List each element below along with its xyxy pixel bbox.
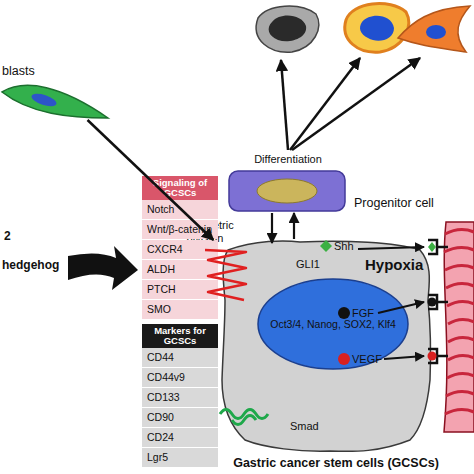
bound-ligand <box>428 298 437 307</box>
condition-label: Hypoxia <box>365 256 423 273</box>
table-cell: CD44v9 <box>142 368 218 387</box>
ligand-symbol <box>320 240 332 252</box>
table-cell: Wnt/β-catenin <box>142 220 218 239</box>
stem-cell: HypoxiaGastric cancer stem cells (GCSCs)… <box>205 240 467 474</box>
signal-arrow <box>358 247 424 249</box>
table-header: Markers for GCSCs <box>142 324 218 348</box>
cell-nucleus <box>30 91 58 109</box>
table-cell: CXCR4 <box>142 240 218 259</box>
table-cell: SMO <box>142 300 218 319</box>
progenitor-cell: Progenitor cell <box>228 170 346 212</box>
factor-list: Oct3/4, Nanog, SOX2, Klf4 <box>257 278 409 370</box>
vessel-stripe <box>447 301 474 306</box>
cell-nucleus <box>257 179 317 203</box>
cell-nucleus <box>360 16 394 41</box>
table-cell: CD90 <box>142 408 218 427</box>
ligand-label: VEGF <box>352 353 382 366</box>
cell-label: Progenitor cell <box>354 196 434 210</box>
receptor-symbol <box>205 250 246 300</box>
signal-arrow <box>378 302 424 313</box>
vessel-stripes <box>444 229 474 414</box>
block-arrow <box>68 246 138 290</box>
vessel-stripe <box>448 355 474 360</box>
table-header: Signaling of GCSCs <box>142 176 218 200</box>
table-cell: PTCH <box>142 280 218 299</box>
table-cell: Notch <box>142 200 218 219</box>
arrow-connector <box>293 213 295 239</box>
ligand-symbol <box>338 353 350 365</box>
table-cell: CD24 <box>142 428 218 447</box>
vessel-stripe <box>447 373 474 378</box>
differentiated-cell <box>345 4 409 53</box>
pathway-label: hedgehog <box>2 259 59 272</box>
ligand-symbol <box>338 307 350 319</box>
diagram-caption: Gastric cancer stem cells (GCSCs) <box>205 456 467 470</box>
bound-ligand <box>428 242 436 252</box>
signal-arrow <box>384 356 424 359</box>
table-cell: ALDH <box>142 260 218 279</box>
vessel-receptor <box>428 349 448 363</box>
vessel-stripe <box>445 265 474 270</box>
vessel-receptor <box>428 240 448 254</box>
cell-label: blasts <box>2 64 35 78</box>
bound-ligand <box>428 352 437 361</box>
cell-outline <box>229 171 345 211</box>
gene-label: GLI1 <box>296 258 320 271</box>
protein-label: Smad <box>290 420 319 433</box>
vessel-stripe <box>444 247 474 252</box>
differentiated-cell <box>398 6 470 52</box>
receptor-symbol <box>220 410 268 419</box>
vessel-stripe <box>445 229 474 234</box>
arrow-connector <box>271 213 273 243</box>
vessel-stripe <box>445 409 474 414</box>
node-shape <box>228 170 346 212</box>
table-cell: CD133 <box>142 388 218 407</box>
cell-nucleus <box>269 16 307 42</box>
nucleus-outline <box>258 279 408 369</box>
arrow-connector <box>88 120 214 240</box>
vessel-stripe <box>446 283 474 288</box>
cell-outline <box>222 241 431 451</box>
fibroblast-cell: blasts <box>0 58 110 120</box>
nucleus: Oct3/4, Nanog, SOX2, Klf4 <box>257 278 409 370</box>
cell-outline <box>2 85 108 118</box>
table-cell: Lgr5 <box>142 448 218 467</box>
blood-vessel <box>444 222 474 432</box>
vessel-receptor <box>428 295 448 309</box>
differentiation-arrow <box>290 58 360 150</box>
table-cell: CD44 <box>142 348 218 367</box>
cell-nucleus <box>426 25 446 39</box>
differentiated-cell <box>256 6 319 52</box>
differentiation-arrow <box>281 60 288 150</box>
vessel-stripe <box>448 319 474 324</box>
vessel-stripe <box>448 337 474 342</box>
vessel-stripe <box>446 391 474 396</box>
cropped-label: 2 <box>4 230 11 243</box>
differentiation-arrow <box>292 58 420 150</box>
process-label: Differentiation <box>248 153 328 166</box>
ligand-label: Shh <box>334 240 354 253</box>
receptor-symbol <box>232 416 256 425</box>
